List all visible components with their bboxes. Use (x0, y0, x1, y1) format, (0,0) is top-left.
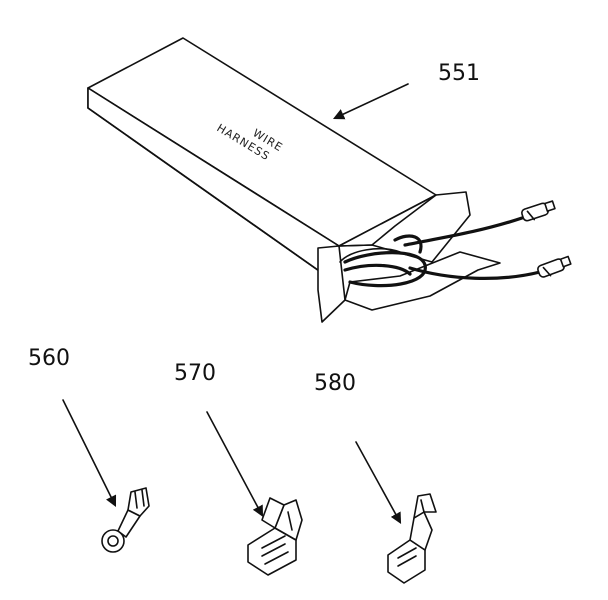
lead-wire-lower (408, 266, 542, 280)
spade-terminal (387, 493, 437, 584)
arrow-570 (206, 411, 264, 517)
callout-560: 560 (28, 346, 70, 371)
arrow-551 (332, 83, 409, 120)
ring-terminal (101, 487, 150, 553)
arrow-560 (62, 399, 117, 508)
wire-harness-box: WIRE HARNESS (87, 37, 572, 323)
connector-upper (521, 200, 556, 222)
box-open-flap-lower (344, 251, 501, 311)
callout-580: 580 (314, 371, 356, 396)
callout-551: 551 (438, 61, 480, 86)
arrow-580 (355, 441, 402, 524)
lead-wire-upper (403, 216, 524, 247)
flag-terminal (247, 497, 303, 576)
box-open-flap-side (317, 245, 346, 323)
coiled-wire (343, 251, 427, 288)
callout-570: 570 (174, 361, 216, 386)
connector-lower (537, 255, 572, 278)
